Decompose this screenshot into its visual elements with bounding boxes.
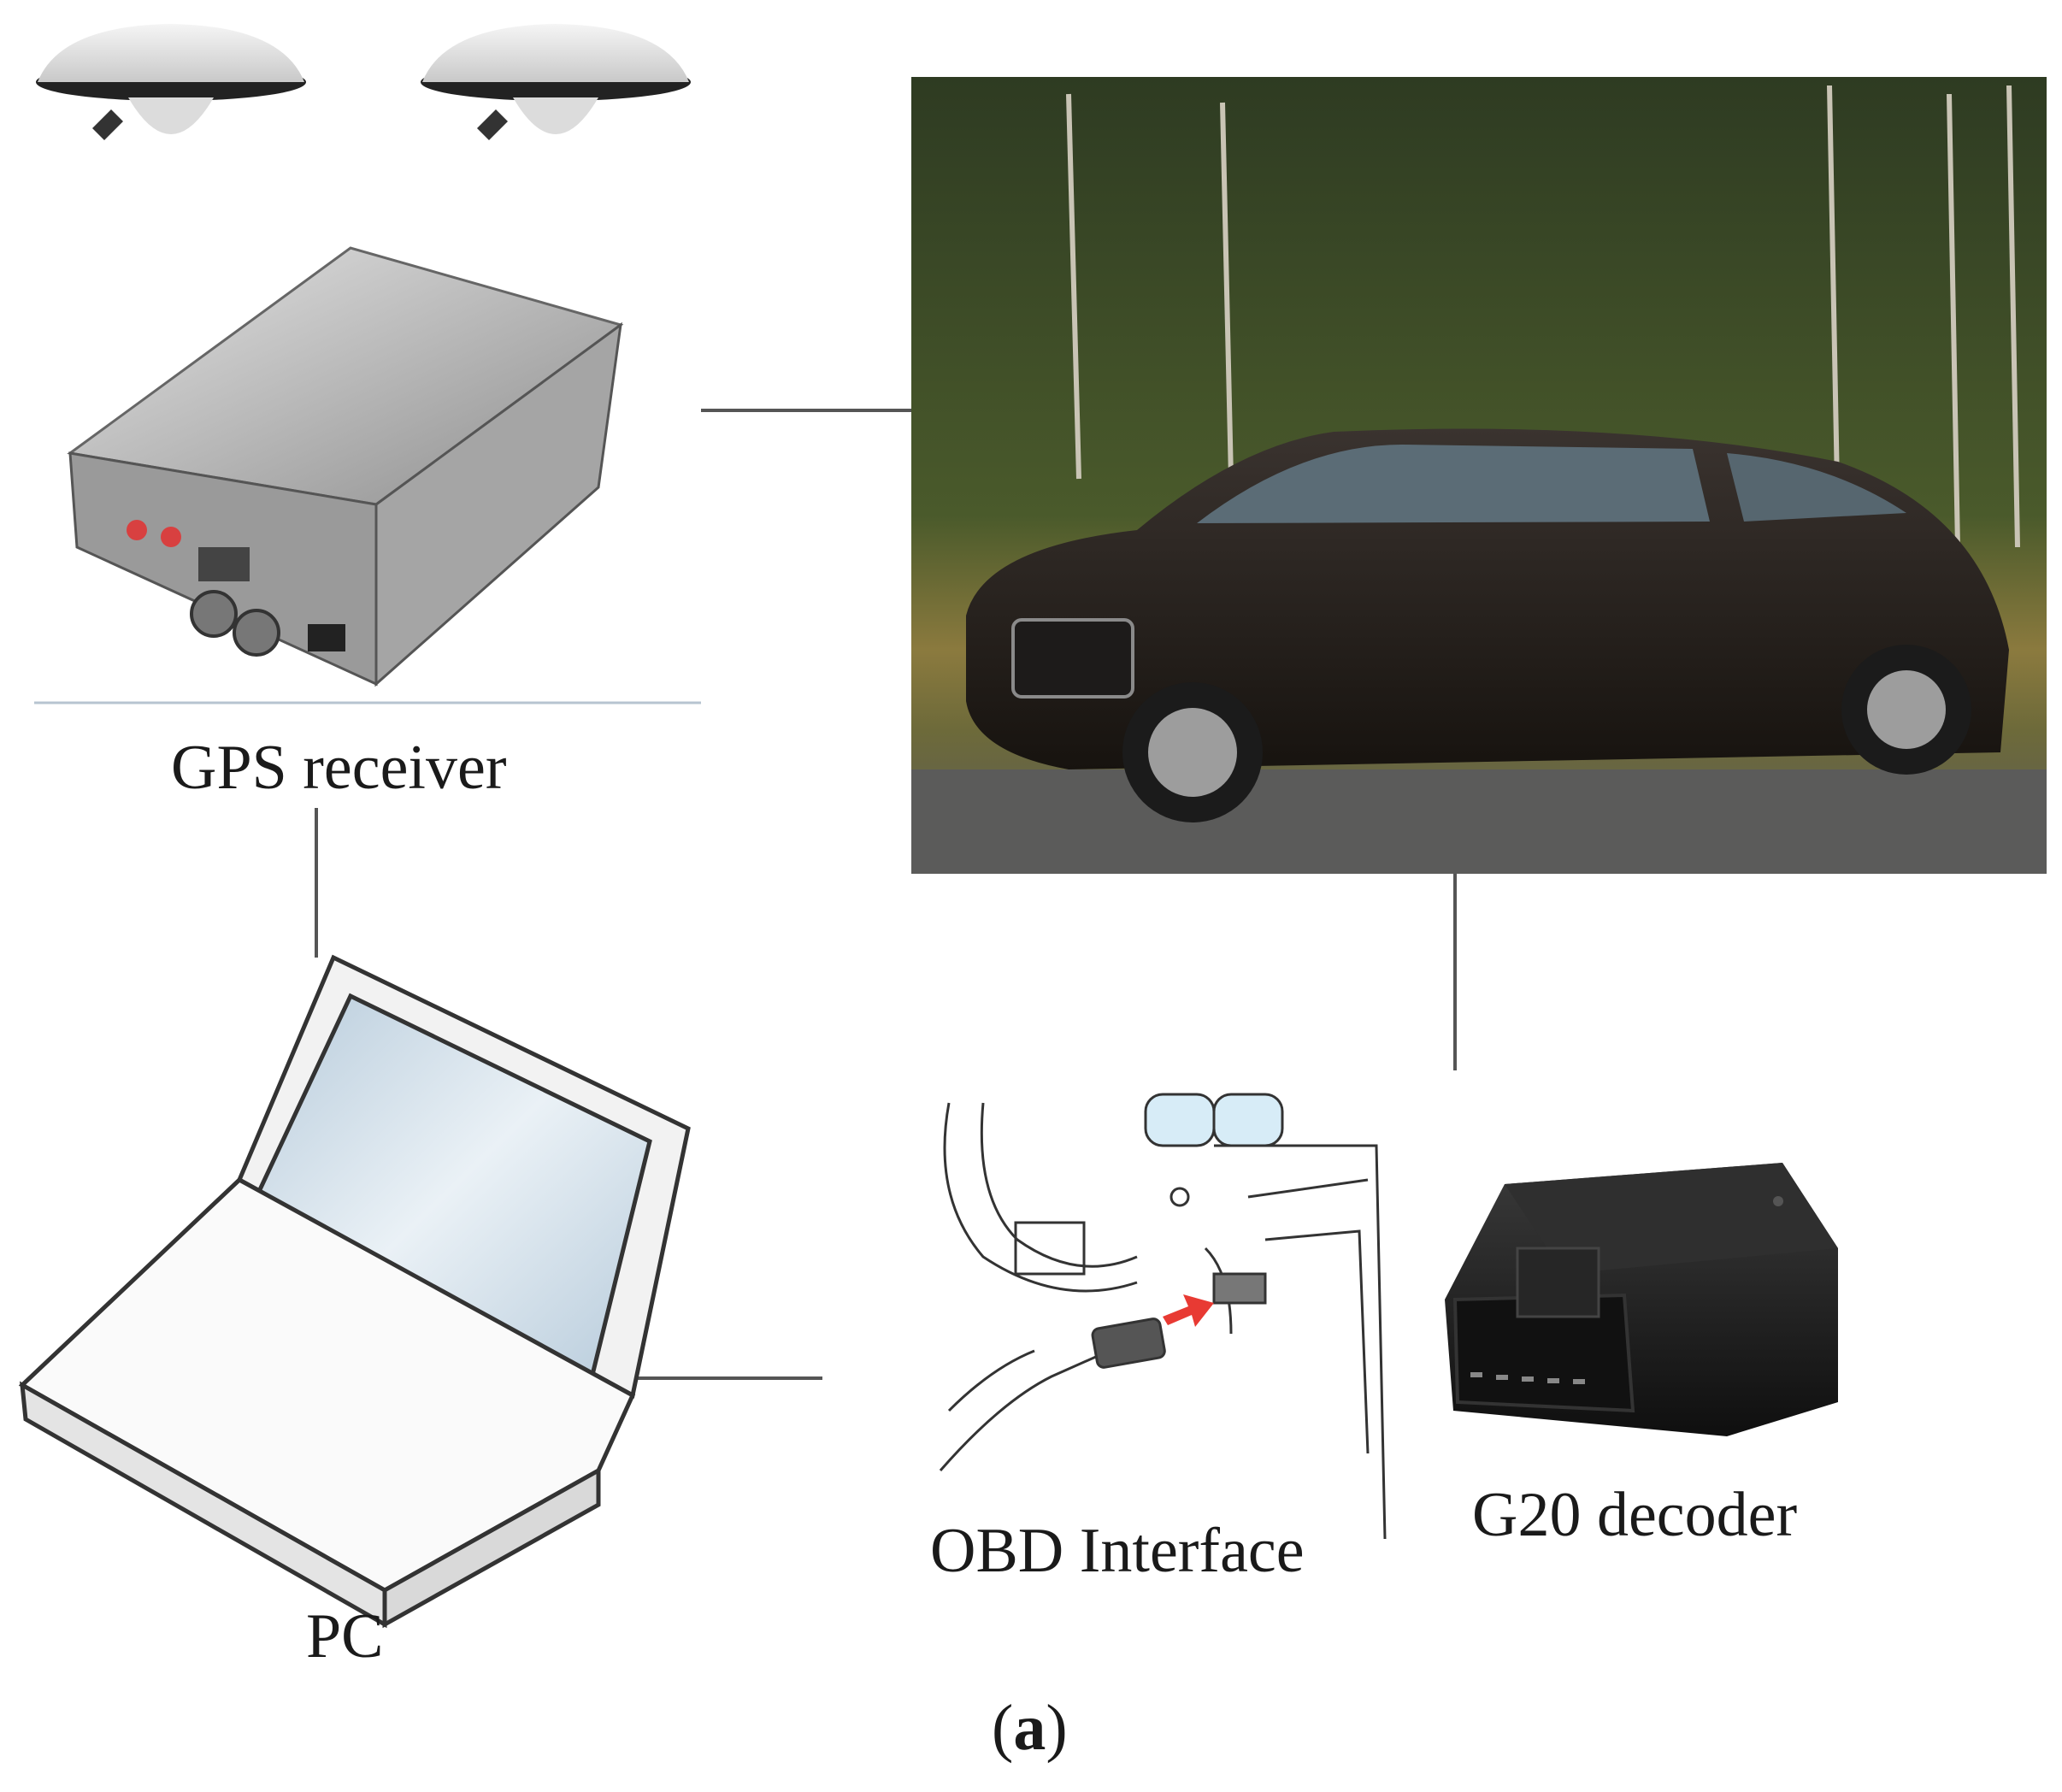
gps-receiver-icon (34, 246, 701, 704)
car-photo-icon (911, 77, 2047, 874)
gps-antenna-icon (421, 24, 691, 140)
obd-interface-label: OBD Interface (930, 1516, 1305, 1586)
obd-interface-icon (939, 1093, 1387, 1540)
obd-decoder-icon (1445, 1163, 1838, 1436)
laptop-icon (18, 954, 691, 1629)
plug-arrow-icon (1163, 1294, 1214, 1327)
panel-label-letter: a (1013, 1692, 1046, 1764)
gps-antenna-icon (36, 24, 306, 140)
g20-decoder-label: G20 decoder (1472, 1480, 1798, 1550)
panel-label-close: ) (1046, 1692, 1068, 1764)
gps-receiver-label: GPS receiver (171, 733, 507, 803)
panel-label-open: ( (992, 1692, 1014, 1764)
connector-lines (315, 409, 1457, 1380)
panel-label: (a) (992, 1691, 1068, 1765)
pc-label: PC (306, 1601, 384, 1671)
